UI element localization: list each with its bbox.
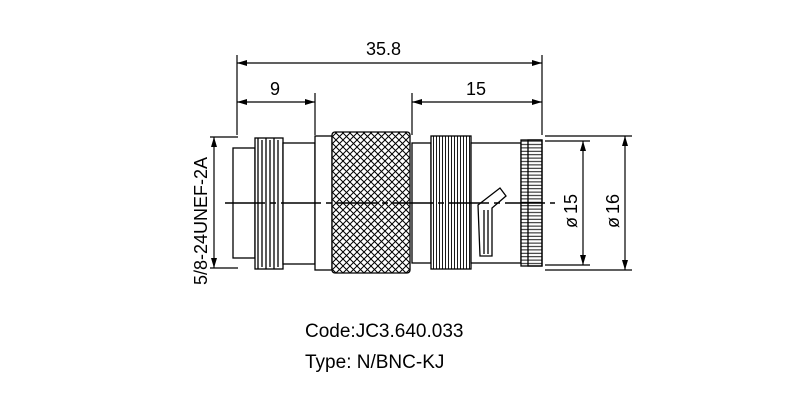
svg-text:ø15: ø15	[561, 194, 581, 228]
thread-spec-label: 5/8-24UNEF-2A	[191, 157, 211, 285]
diameter-symbol: ø	[561, 217, 581, 228]
thread-length-label: 9	[270, 79, 280, 99]
overall-length-label: 35.8	[366, 39, 401, 59]
svg-text:5/8-24UNEF-2A: 5/8-24UNEF-2A	[191, 157, 211, 285]
bayonet-slot	[477, 187, 507, 257]
diameter-symbol: ø	[603, 217, 623, 228]
bnc-length-label: 15	[466, 79, 486, 99]
diameter-16-label: ø16	[603, 194, 623, 228]
diameter-15-label: ø15	[561, 194, 581, 228]
product-code: Code:JC3.640.033	[305, 321, 464, 342]
product-type: Type: N/BNC-KJ	[305, 352, 445, 373]
dimension-lines	[210, 55, 632, 271]
svg-text:ø16: ø16	[603, 194, 623, 228]
